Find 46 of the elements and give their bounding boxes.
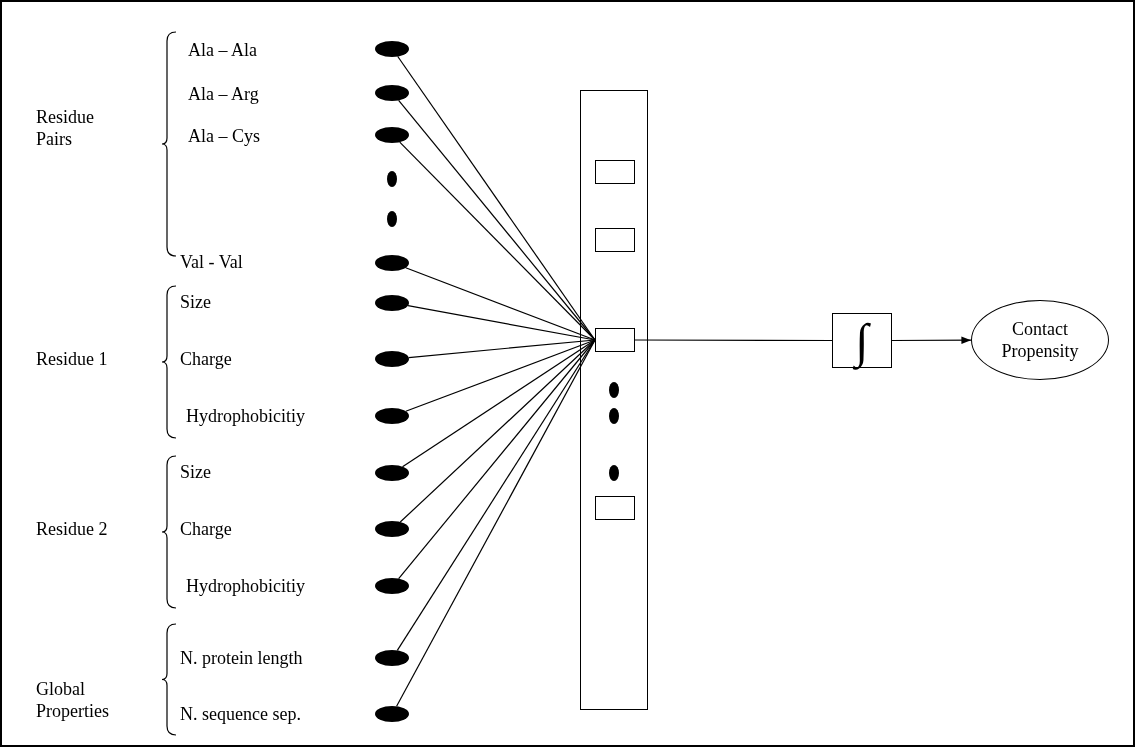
input-node [375,295,409,311]
node-text: Contact Propensity [1000,318,1080,362]
connection-line [398,339,596,580]
connection-line [405,339,596,412]
input-label: Ala – Ala [188,40,257,60]
input-label: Val - Val [180,252,243,272]
connection-line [407,305,596,341]
input-node [375,650,409,666]
connection-line [399,339,596,523]
connection-line [396,339,596,707]
connection-line [408,339,596,359]
input-label: N. protein length [180,648,303,668]
function-box [832,313,892,368]
connection-line [634,339,833,342]
hidden-layer-box [580,90,648,710]
input-label: Hydrophobicitiy [186,406,305,426]
group-label: Residue 1 [36,348,109,370]
input-label: Charge [180,349,232,369]
input-label: Ala – Arg [188,84,259,104]
input-node [375,706,409,722]
input-node [375,351,409,367]
input-label: Hydrophobicitiy [186,576,305,596]
input-node [375,521,409,537]
unit-box [594,227,635,252]
input-node [375,408,409,424]
input-label: Size [180,292,211,312]
connection-line [398,99,596,341]
arrow [891,336,972,345]
unit-box [594,159,635,184]
group-label: Global Properties [36,678,110,722]
input-node [375,255,409,271]
input-node [375,85,409,101]
input-label: Ala – Cys [188,126,260,146]
connection-line [405,267,596,341]
input-node [375,41,409,57]
input-label: Size [180,462,211,482]
input-node [375,578,409,594]
group-label: Residue 2 [36,518,109,540]
input-node [375,127,409,143]
group-label: Residue Pairs [36,106,95,150]
unit-box [594,495,635,520]
connection-line [399,141,596,341]
input-label: N. sequence sep. [180,704,301,724]
input-node [375,465,409,481]
unit-box [594,327,635,352]
input-label: Charge [180,519,232,539]
